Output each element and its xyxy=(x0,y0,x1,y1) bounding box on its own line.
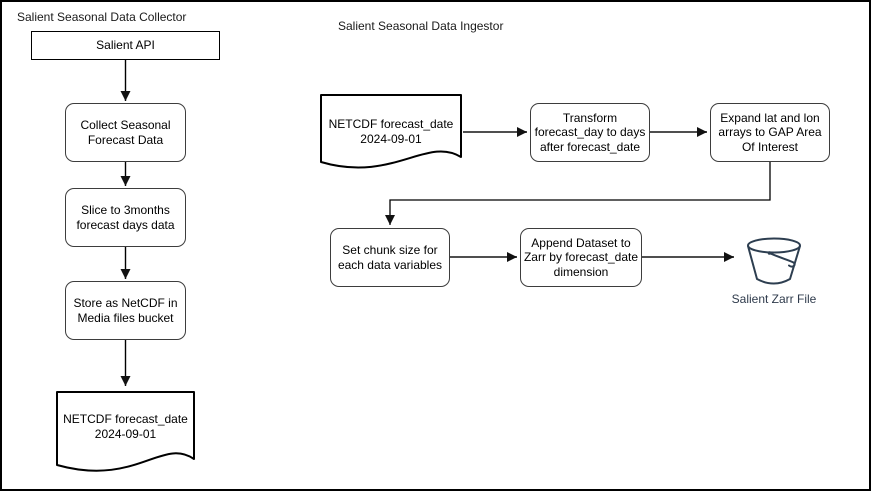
document-shape-ingestor xyxy=(320,94,462,169)
document-shape-collector xyxy=(56,391,195,472)
node-append-dataset-zarr: Append Dataset to Zarr by forecast_date … xyxy=(520,228,642,287)
diagram-title-ingestor: Salient Seasonal Data Ingestor xyxy=(338,19,504,33)
node-slice-forecast-days: Slice to 3months forecast days data xyxy=(65,188,186,247)
node-expand-lat-lon: Expand lat and lon arrays to GAP Area Of… xyxy=(710,103,830,162)
node-salient-api: Salient API xyxy=(31,31,220,60)
document-label-ingestor-netcdf: NETCDF forecast_date 2024-09-01 xyxy=(328,117,454,146)
node-store-netcdf: Store as NetCDF in Media files bucket xyxy=(65,281,186,340)
node-set-chunk-size: Set chunk size for each data variables xyxy=(330,228,450,287)
bucket-label: Salient Zarr File xyxy=(731,292,817,306)
node-collect-seasonal-data: Collect Seasonal Forecast Data xyxy=(65,103,186,162)
node-transform-forecast-day: Transform forecast_day to days after for… xyxy=(530,103,650,162)
document-label-collector-netcdf: NETCDF forecast_date 2024-09-01 xyxy=(63,412,188,441)
bucket-icon xyxy=(747,237,801,285)
flow-elbow-expand-setchunk xyxy=(385,162,771,225)
diagram-title-collector: Salient Seasonal Data Collector xyxy=(17,10,187,24)
